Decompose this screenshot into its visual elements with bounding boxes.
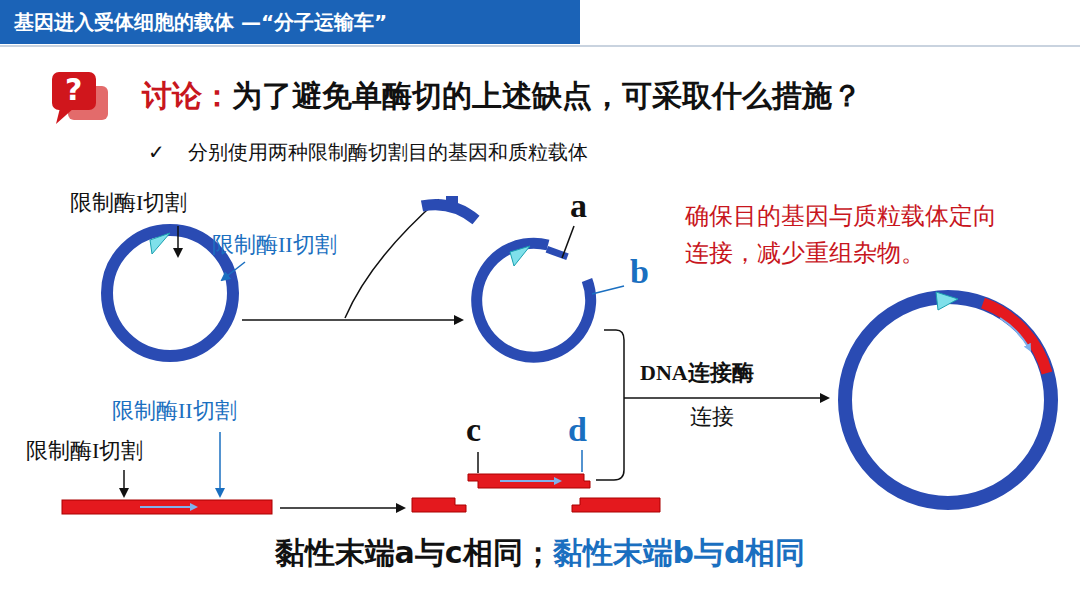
discussion-question: 为了避免单酶切的上述缺点，可采取什么措施？ <box>232 78 862 114</box>
leader-line <box>581 450 583 472</box>
cut-arrow <box>222 262 245 280</box>
opened-plasmid <box>477 243 591 357</box>
target-gene-dna <box>62 500 272 514</box>
leader-line <box>562 226 574 258</box>
enzyme-label: 限制酶I切割 <box>26 438 143 464</box>
end-letter: d <box>568 410 587 451</box>
cut-arrow <box>177 226 179 256</box>
removed-arrow <box>345 200 438 318</box>
leader-line <box>477 452 479 473</box>
gene-fragments <box>412 474 660 512</box>
end-letter: b <box>630 252 649 293</box>
step-text: 分别使用两种限制酶切割目的基因和质粒载体 <box>188 140 588 164</box>
ligation-arrow <box>624 397 828 399</box>
note-text: 确保目的基因与质粒载体定向连接，减少重组杂物。 <box>685 198 1003 272</box>
discussion-tag: 讨论： <box>142 78 232 114</box>
leader-line <box>592 286 624 294</box>
conclusion-text: 黏性末端b与d相同 <box>553 535 806 571</box>
end-letter: a <box>570 186 587 227</box>
enzyme-action: 连接 <box>690 404 734 430</box>
check-mark: ✓ <box>148 140 165 164</box>
header-title: 基因进入受体细胞的载体 —“分子运输车” <box>14 6 387 38</box>
removed-fragment <box>422 205 476 220</box>
icon-glyph: ? <box>65 72 82 108</box>
recombinant-plasmid <box>845 292 1051 503</box>
bottom-row: 黏性末端a与c相同；黏性末端b与d相同 <box>0 535 1080 571</box>
header-rule <box>0 45 1080 47</box>
conclusion-text: 黏性末端a与c相同； <box>275 535 553 571</box>
enzyme-label: 限制酶II切割 <box>212 232 337 258</box>
cut-arrow <box>219 432 221 496</box>
cut-arrow <box>123 470 125 496</box>
bracket <box>596 330 624 480</box>
question-icon <box>52 72 108 124</box>
process-arrow <box>280 507 404 509</box>
enzyme-label: 限制酶II切割 <box>112 398 237 424</box>
enzyme-name: DNA连接酶 <box>640 360 754 386</box>
end-letter: c <box>466 410 481 451</box>
process-arrow <box>242 319 462 321</box>
header-bar <box>0 0 580 44</box>
enzyme-label: 限制酶I切割 <box>70 190 187 216</box>
